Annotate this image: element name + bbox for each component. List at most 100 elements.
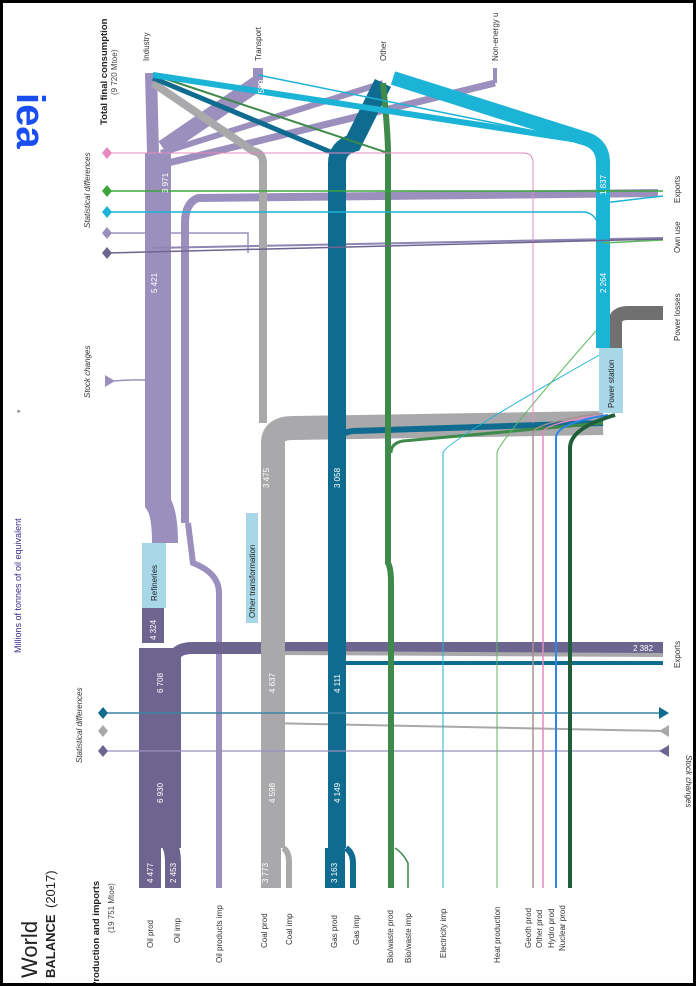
svg-text:Coal prod: Coal prod xyxy=(260,913,269,948)
flow-coal-main xyxy=(261,411,604,848)
svg-text:Other: Other xyxy=(379,41,388,61)
svg-text:Oil imp: Oil imp xyxy=(173,918,182,943)
value-labels: 4 477 2 453 6 930 6 708 4 324 5 604 5 42… xyxy=(146,79,654,883)
flow-own-use xyxy=(152,237,664,249)
svg-text:Hydro prod: Hydro prod xyxy=(547,908,556,948)
diamond-icon xyxy=(98,707,108,719)
production-heading: Production and imports xyxy=(91,881,102,983)
source-labels: Oil prod Oil imp Oil products imp Coal p… xyxy=(146,905,567,963)
flow-oil-other xyxy=(160,80,384,156)
flow-oil-transport xyxy=(158,76,263,155)
balance-title: BALANCE xyxy=(43,914,58,978)
node-other-transformation[interactable]: Other transformation xyxy=(246,513,258,623)
svg-text:2 264: 2 264 xyxy=(599,272,608,293)
svg-text:4 111: 4 111 xyxy=(333,674,342,693)
svg-text:Power station: Power station xyxy=(607,360,616,408)
svg-text:4 149: 4 149 xyxy=(333,782,342,803)
triangle-icon xyxy=(105,375,115,387)
consumption-total: (9 720 Mtoe) xyxy=(110,49,119,95)
svg-text:2 589: 2 589 xyxy=(257,79,266,100)
svg-text:Electricity imp: Electricity imp xyxy=(439,908,448,958)
svg-text:Non-energy u: Non-energy u xyxy=(491,13,500,61)
unit-selector[interactable]: Millions of tonnes of oil equivalent ▾ xyxy=(13,409,23,653)
energy-balance-sankey: iea Millions of tonnes of oil equivalent… xyxy=(8,13,693,983)
flow-stock-changes xyxy=(112,379,154,384)
production-total: (19 751 Mtoe) xyxy=(107,883,116,933)
svg-text:Millions of tonnes of oil equi: Millions of tonnes of oil equivalent xyxy=(13,518,23,653)
svg-text:3 475: 3 475 xyxy=(262,467,271,488)
flows xyxy=(103,68,664,888)
node-power-station[interactable]: Power station xyxy=(599,348,623,413)
consumption-heading: Total final consumption xyxy=(99,18,110,125)
flow-oil-products-imp xyxy=(185,522,222,888)
flow-coal-industry xyxy=(150,79,267,423)
diamond-icon xyxy=(102,227,112,239)
diamond-icon xyxy=(102,247,112,259)
flow-oil-exports-top xyxy=(181,189,659,523)
flow-gas-imp xyxy=(344,845,356,888)
diamond-icon xyxy=(98,725,108,737)
svg-text:1 837: 1 837 xyxy=(599,174,608,195)
power-losses-label: Power losses xyxy=(673,293,682,341)
exports-bottom-label: Exports xyxy=(673,641,682,668)
iea-logo: iea xyxy=(8,93,52,149)
diamond-icon xyxy=(98,745,108,757)
stock-changes-top-label: Stock changes xyxy=(83,346,92,398)
stat-diff-markers-top xyxy=(102,147,115,387)
svg-text:5 421: 5 421 xyxy=(150,272,159,293)
flow-power-losses xyxy=(608,306,663,348)
svg-text:Gas imp: Gas imp xyxy=(352,915,361,945)
svg-text:Transport: Transport xyxy=(254,26,263,61)
svg-text:Other transformation: Other transformation xyxy=(248,545,257,618)
svg-text:Geoth prod: Geoth prod xyxy=(524,908,533,948)
svg-text:4 598: 4 598 xyxy=(268,782,277,803)
svg-text:Oil products imp: Oil products imp xyxy=(215,905,224,963)
svg-text:Coal imp: Coal imp xyxy=(285,913,294,945)
triangle-icon xyxy=(659,725,669,737)
svg-text:2 453: 2 453 xyxy=(169,862,178,883)
svg-text:3 058: 3 058 xyxy=(333,467,342,488)
svg-text:5 604: 5 604 xyxy=(170,467,179,488)
svg-text:Bio/waste prod: Bio/waste prod xyxy=(386,910,395,963)
node-refineries[interactable]: Refineries xyxy=(142,543,166,608)
svg-text:Bio/waste imp: Bio/waste imp xyxy=(404,913,413,963)
stock-changes-bottom-label: Stock changes xyxy=(684,755,693,807)
stat-diff-bottom-label: Statistical differences xyxy=(75,687,84,763)
svg-text:Industry: Industry xyxy=(142,33,151,61)
svg-text:4 637: 4 637 xyxy=(268,672,277,693)
svg-text:Nuclear prod: Nuclear prod xyxy=(558,905,567,951)
svg-text:4 324: 4 324 xyxy=(149,619,158,640)
svg-text:Oil prod: Oil prod xyxy=(146,920,155,948)
svg-text:3 163: 3 163 xyxy=(330,862,339,883)
svg-text:iea: iea xyxy=(8,93,52,149)
triangle-icon xyxy=(659,745,669,757)
stat-diff-top-label: Statistical differences xyxy=(83,152,92,228)
sankey-page: iea Millions of tonnes of oil equivalent… xyxy=(3,3,693,983)
triangle-icon xyxy=(659,707,669,719)
diamond-icon xyxy=(102,185,112,197)
flow-coal-imp xyxy=(281,845,292,888)
flow-gas-main xyxy=(328,78,392,848)
region-title: World xyxy=(17,921,42,978)
svg-text:2 382: 2 382 xyxy=(633,644,654,653)
exports-top-label: Exports xyxy=(673,176,682,203)
svg-text:Refineries: Refineries xyxy=(150,565,159,601)
svg-text:Heat production: Heat production xyxy=(493,907,502,963)
stat-diff-markers-bottom xyxy=(98,707,669,757)
own-use-label: Own use xyxy=(673,221,682,253)
svg-text:▾: ▾ xyxy=(16,409,23,413)
flow-bio-prod xyxy=(380,82,394,888)
svg-text:Other prod: Other prod xyxy=(535,910,544,948)
svg-text:4 477: 4 477 xyxy=(146,862,155,883)
diamond-icon xyxy=(102,206,112,218)
svg-text:6 930: 6 930 xyxy=(156,782,165,803)
svg-text:6 708: 6 708 xyxy=(156,672,165,693)
svg-text:Gas prod: Gas prod xyxy=(330,915,339,948)
svg-text:3 773: 3 773 xyxy=(261,862,270,883)
year-title: (2017) xyxy=(43,870,58,908)
diamond-icon xyxy=(102,147,112,159)
flow-oil-products-main xyxy=(145,153,178,544)
svg-text:3 971: 3 971 xyxy=(161,172,170,193)
flow-crude-exports xyxy=(167,642,663,664)
sector-labels: Industry Transport Other Non-energy u xyxy=(142,13,500,61)
